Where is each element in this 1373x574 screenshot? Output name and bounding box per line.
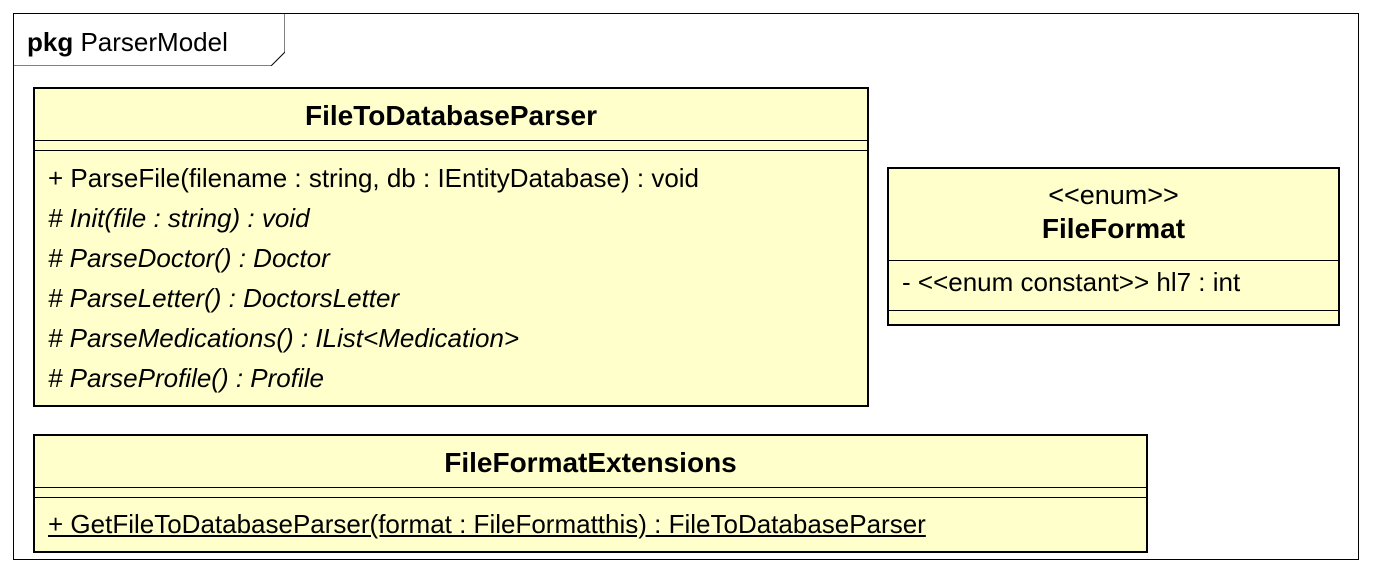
class-header: FileFormatExtensions (35, 436, 1146, 488)
operation-parse-medications[interactable]: # ParseMedications() : IList<Medication> (48, 323, 520, 353)
class-header: FileToDatabaseParser (35, 89, 867, 141)
attributes-compartment: - <<enum constant>> hl7 : int (889, 261, 1338, 311)
package-tab: pkg ParserModel (13, 13, 285, 66)
package-name: ParserModel (80, 27, 228, 57)
class-stereotype: <<enum>> (1048, 180, 1179, 210)
class-name: FileToDatabaseParser (304, 100, 598, 131)
operations-compartment: + GetFileToDatabaseParser(format : FileF… (35, 497, 1146, 544)
operation-parse-doctor[interactable]: # ParseDoctor() : Doctor (48, 243, 330, 273)
package-label: pkg ParserModel (27, 27, 228, 57)
class-file-format[interactable]: <<enum>> FileFormat - <<enum constant>> … (887, 167, 1340, 326)
attribute-hl7[interactable]: - <<enum constant>> hl7 : int (902, 267, 1241, 297)
operation-parse-profile[interactable]: # ParseProfile() : Profile (48, 363, 324, 393)
package-tab-outline (13, 13, 285, 66)
operations-compartment: + ParseFile(filename : string, db : IEnt… (35, 150, 867, 398)
operation-parse-letter[interactable]: # ParseLetter() : DoctorsLetter (48, 283, 400, 313)
class-file-format-extensions[interactable]: FileFormatExtensions + GetFileToDatabase… (33, 434, 1148, 553)
operation-init[interactable]: # Init(file : string) : void (48, 203, 310, 233)
class-name: FileFormatExtensions (444, 447, 737, 478)
class-header: <<enum>> FileFormat (889, 169, 1338, 261)
class-name: FileFormat (1041, 213, 1186, 244)
class-file-to-database-parser[interactable]: FileToDatabaseParser + ParseFile(filenam… (33, 87, 869, 407)
operation-parse-file[interactable]: + ParseFile(filename : string, db : IEnt… (48, 163, 700, 193)
operation-get-file-to-database-parser[interactable]: + GetFileToDatabaseParser(format : FileF… (48, 509, 926, 539)
package-keyword: pkg (27, 27, 74, 57)
